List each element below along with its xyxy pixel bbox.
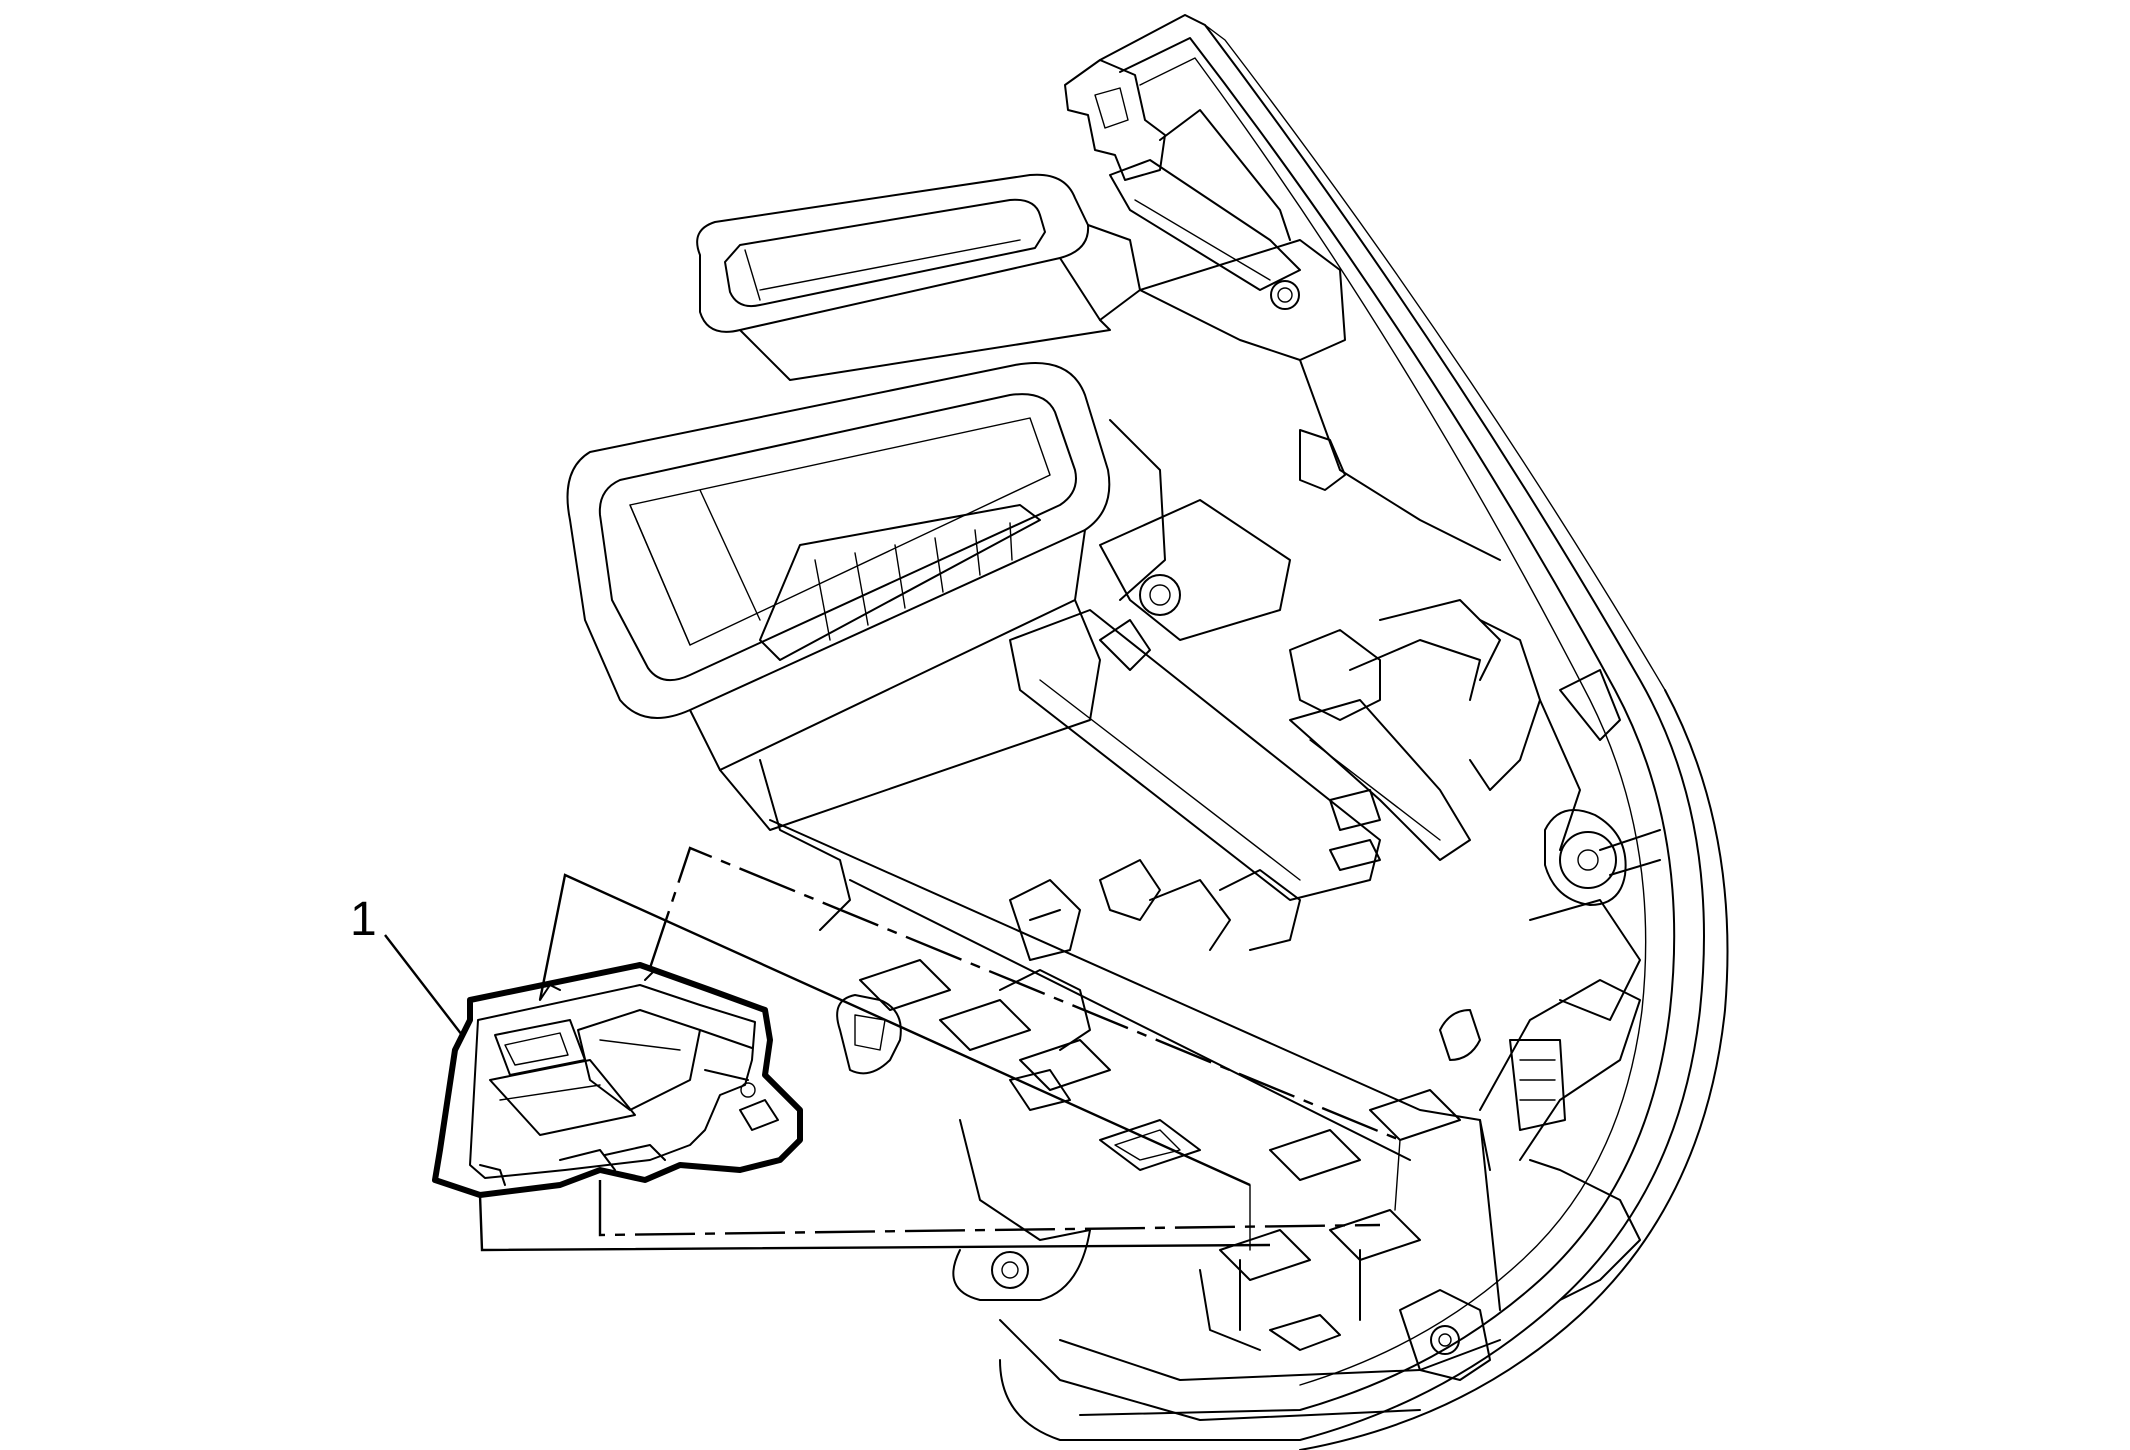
slot-pads — [859, 959, 1461, 1351]
base-clips — [836, 859, 1301, 1111]
callout-1-label: 1 — [350, 893, 377, 946]
main-vent — [566, 362, 1166, 831]
module-connector — [432, 962, 803, 1198]
callout-1-leader — [384, 934, 463, 1036]
housing-interior — [1009, 239, 1621, 901]
alignment-lines — [478, 846, 1401, 1252]
callout-1: 1 — [350, 893, 463, 1036]
top-clip — [1064, 59, 1301, 291]
rotary-knob — [1529, 809, 1661, 1021]
outer-housing — [999, 14, 1729, 1450]
lower-shell — [759, 759, 1641, 1421]
upper-vent — [696, 173, 1141, 381]
